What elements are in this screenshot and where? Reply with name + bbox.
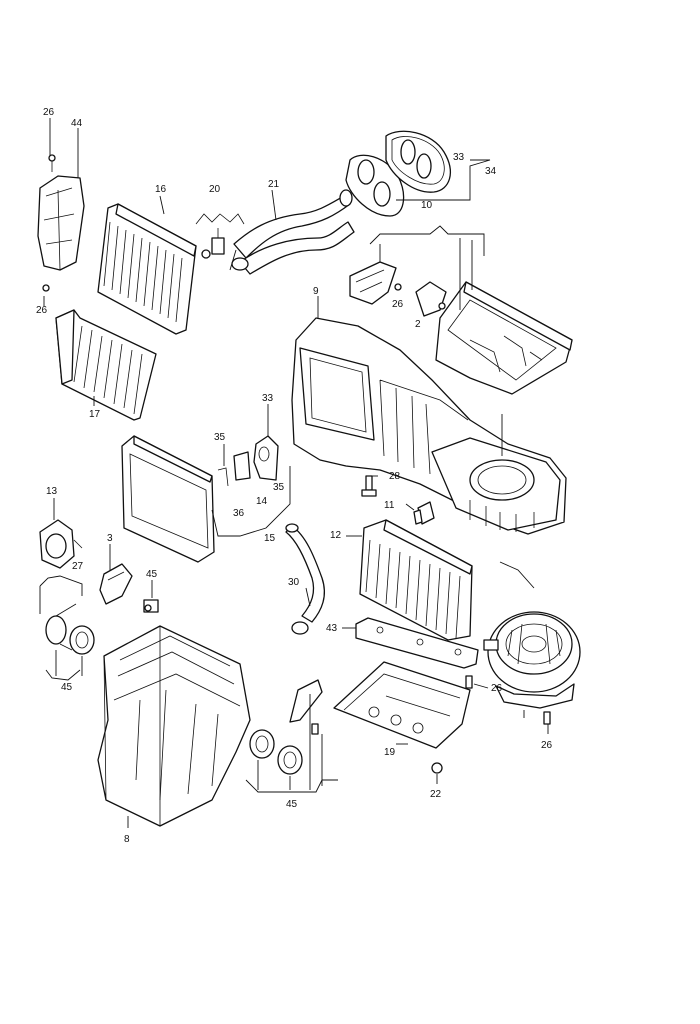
- label-36: 36: [233, 508, 245, 519]
- part-labels: 26 44 16 20 21 33 34 10 9 26 26 2 17 33 …: [36, 107, 553, 845]
- part-upper-housing: [435, 281, 573, 395]
- leader-lines: [39, 118, 549, 828]
- part-9-main-housing: [291, 317, 567, 535]
- label-34: 34: [485, 166, 497, 177]
- part-45-gears-bottom: [249, 679, 323, 775]
- label-27: 27: [72, 561, 84, 572]
- label-43: 43: [326, 623, 338, 634]
- label-19: 19: [384, 747, 396, 758]
- label-45: 45: [146, 569, 158, 580]
- label-20: 20: [209, 184, 221, 195]
- label-8: 8: [124, 834, 130, 845]
- part-12-filter: [359, 519, 473, 641]
- label-45: 45: [61, 682, 73, 693]
- label-44: 44: [71, 118, 83, 129]
- part-21-hoses: [231, 189, 355, 275]
- part-28-bolt: [361, 475, 377, 497]
- label-45: 45: [286, 799, 298, 810]
- part-45-gears-left: [45, 603, 95, 655]
- part-8-distribution-housing: [97, 625, 251, 827]
- label-28: 28: [389, 471, 401, 482]
- label-10: 10: [421, 200, 433, 211]
- label-11: 11: [384, 500, 395, 511]
- part-44-cover: [37, 154, 85, 271]
- label-2: 2: [415, 319, 421, 330]
- label-9: 9: [313, 286, 319, 297]
- label-26: 26: [392, 299, 404, 310]
- label-22: 22: [430, 789, 442, 800]
- label-15: 15: [264, 533, 276, 544]
- label-21: 21: [268, 179, 280, 190]
- part-3-connector: [99, 563, 133, 605]
- part-45-plug: [143, 599, 159, 613]
- part-26-bolt-right: [431, 675, 551, 774]
- label-26: 26: [541, 740, 553, 751]
- part-43-frame: [355, 617, 479, 669]
- label-14: 14: [256, 496, 268, 507]
- label-13: 13: [46, 486, 58, 497]
- label-16: 16: [155, 184, 167, 195]
- label-35: 35: [273, 482, 285, 493]
- label-33: 33: [453, 152, 465, 163]
- part-33-34-seals: [345, 130, 451, 217]
- label-12: 12: [330, 530, 342, 541]
- label-26: 26: [43, 107, 55, 118]
- label-26: 26: [491, 683, 503, 694]
- part-2-bracket: [349, 261, 447, 317]
- label-17: 17: [89, 409, 101, 420]
- part-blower-motor: [483, 611, 581, 709]
- part-filter-housing: [121, 435, 215, 563]
- label-3: 3: [107, 533, 113, 544]
- part-16-heater-core: [97, 203, 197, 335]
- label-33: 33: [262, 393, 274, 404]
- part-33-clip: [217, 435, 279, 487]
- label-30: 30: [288, 577, 300, 588]
- part-13-actuator: [39, 519, 83, 569]
- part-20-valve: [195, 213, 245, 259]
- label-35: 35: [214, 432, 226, 443]
- label-26: 26: [36, 305, 48, 316]
- part-11-sensor: [413, 501, 435, 525]
- part-19-cover: [333, 661, 471, 749]
- part-30-drain-hose: [285, 523, 326, 635]
- part-17-evaporator: [42, 284, 157, 421]
